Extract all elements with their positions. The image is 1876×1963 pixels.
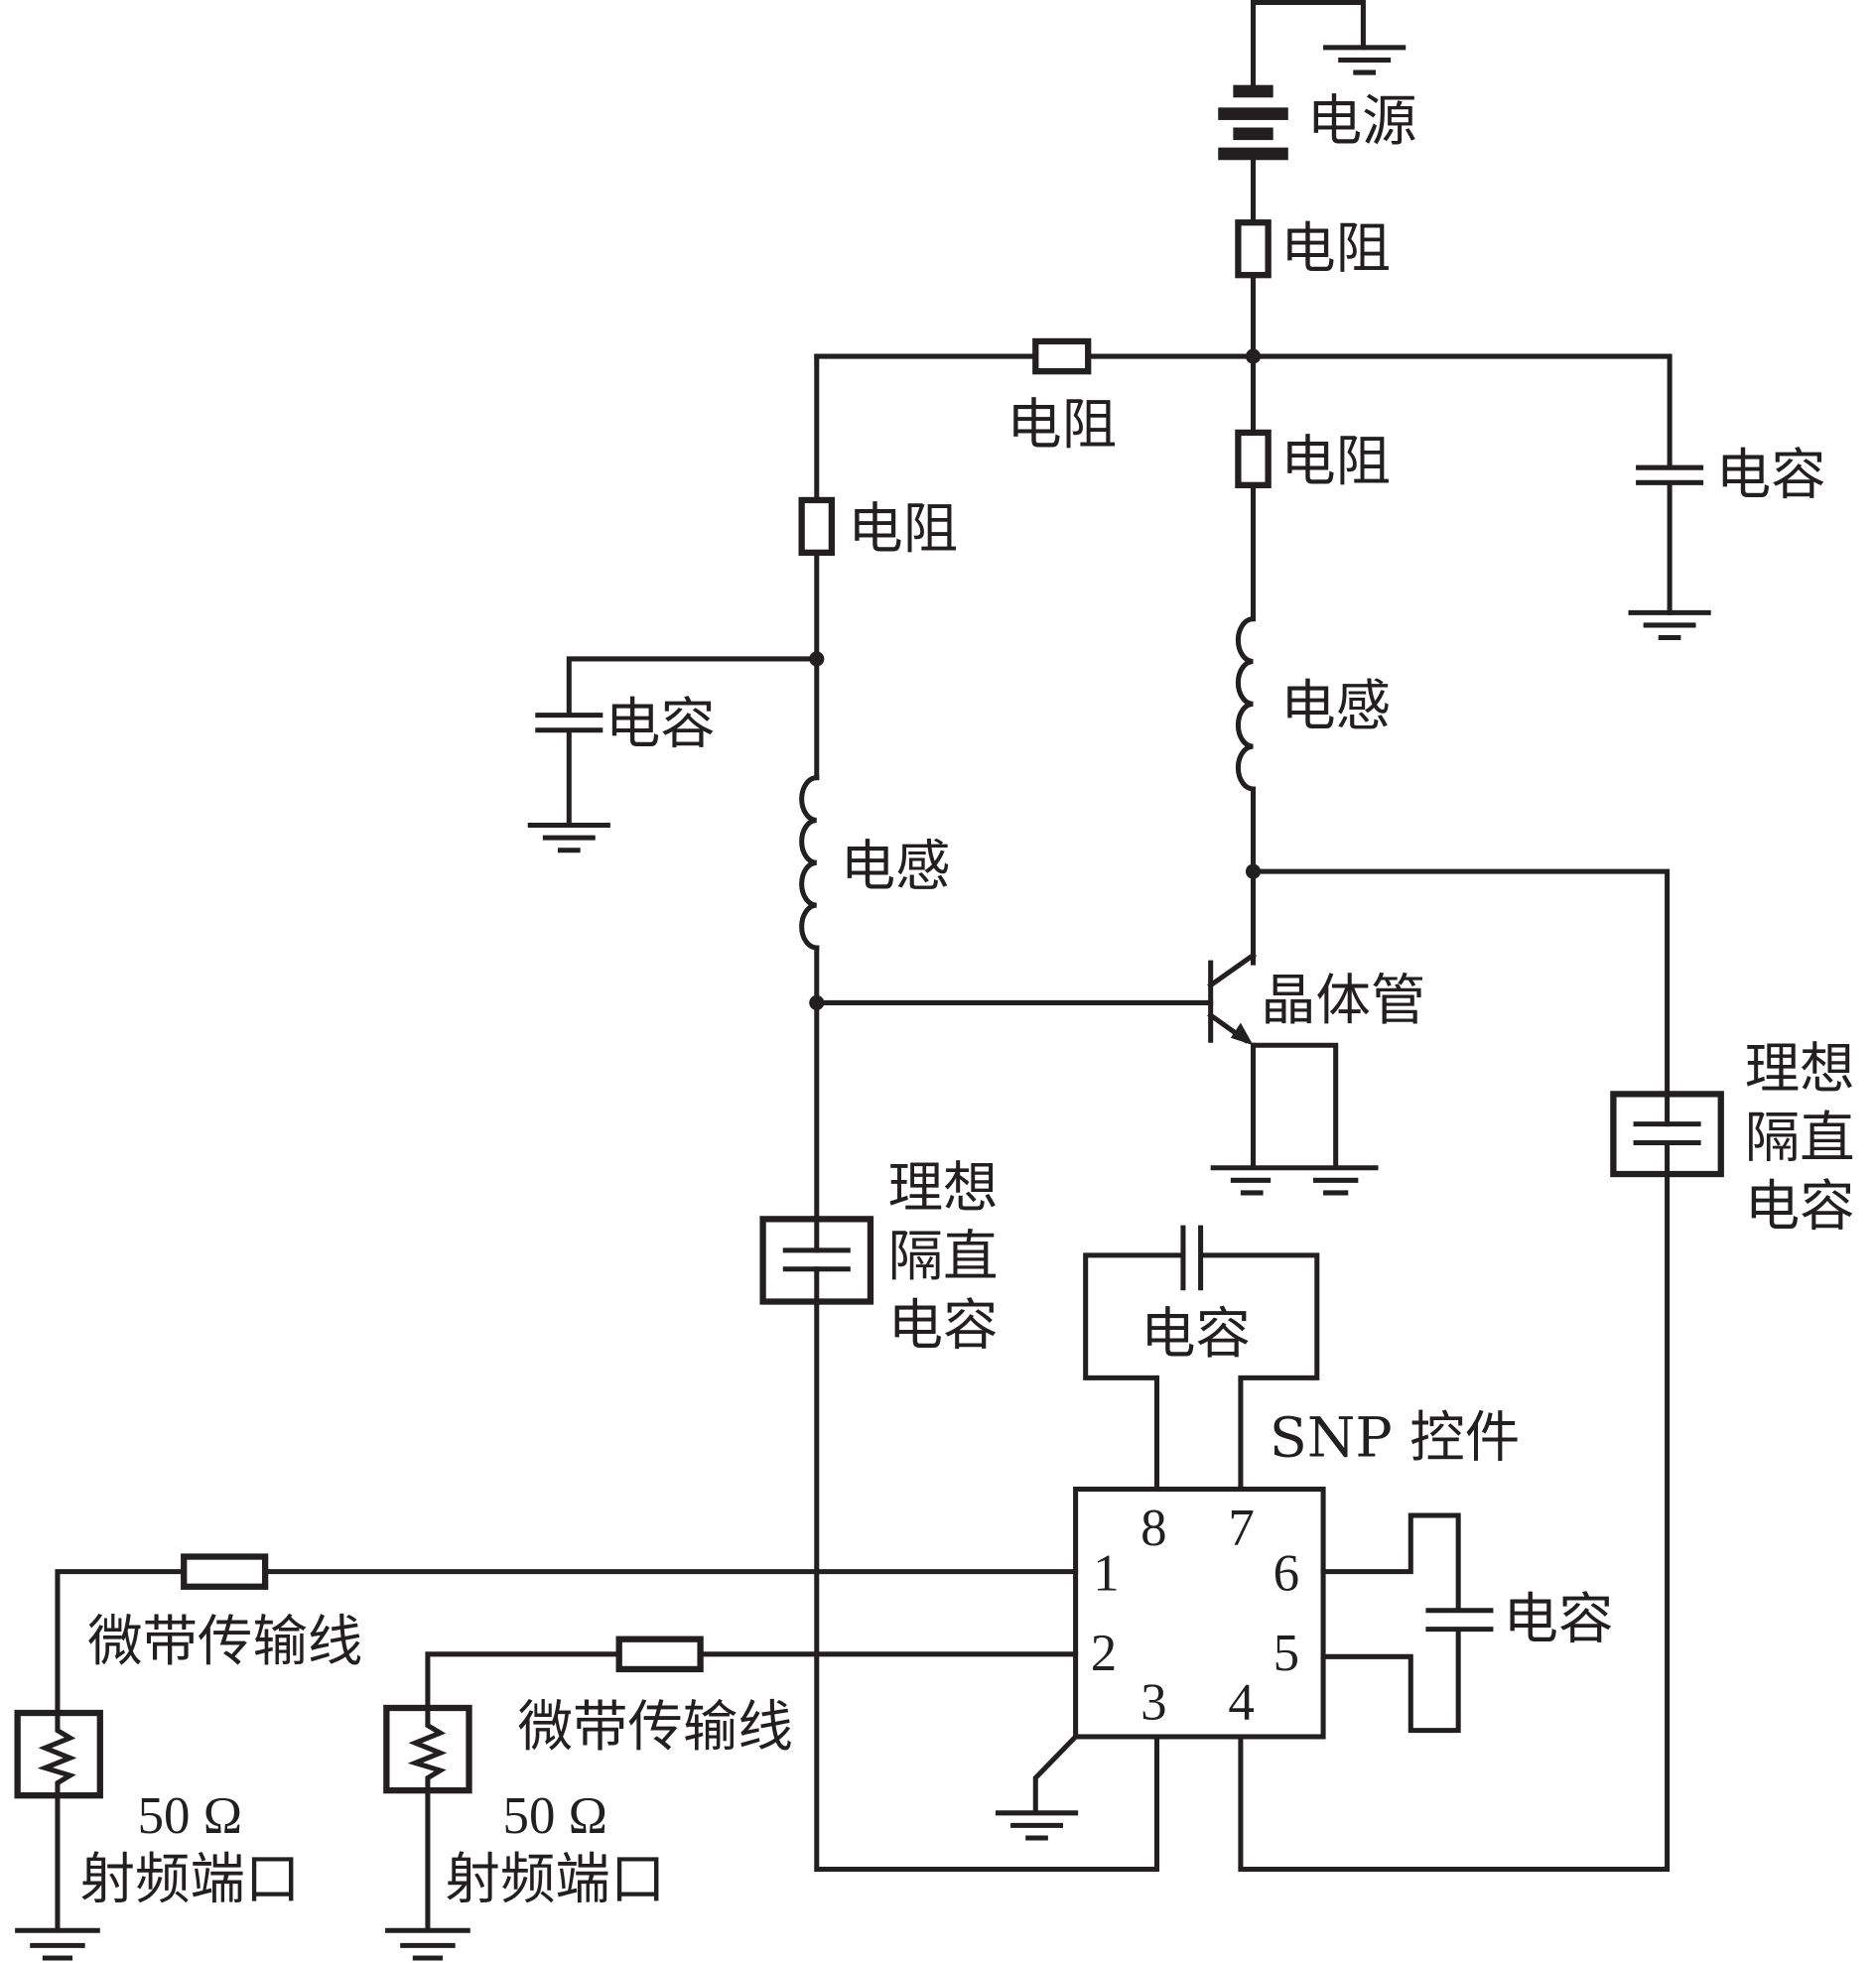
inductor-left-label: 电感 bbox=[841, 836, 951, 899]
dc-block-left-label-2: 隔直 bbox=[888, 1226, 999, 1289]
rf-port-2-resistor bbox=[407, 1705, 448, 1793]
power-source-symbol bbox=[1218, 84, 1288, 161]
capacitor-left-symbol bbox=[535, 713, 603, 733]
ground-port-2 bbox=[385, 1927, 470, 1961]
snp-pin-2: 2 bbox=[1091, 1625, 1117, 1682]
inductor-right-label: 电感 bbox=[1280, 676, 1391, 739]
resistor-top-label: 电阻 bbox=[1280, 218, 1391, 282]
rf-port-1-label: 射频端口 bbox=[80, 1848, 301, 1911]
capacitor-snp-top-label: 电容 bbox=[1140, 1303, 1251, 1367]
transistor-symbol bbox=[1207, 952, 1258, 1046]
rf-port-1-resistor bbox=[37, 1710, 77, 1798]
capacitor-snp-top-symbol bbox=[1180, 1225, 1204, 1291]
resistor-left-label: 电阻 bbox=[848, 498, 958, 562]
microstrip-line-1 bbox=[181, 1553, 269, 1590]
capacitor-snp-right-label: 电容 bbox=[1504, 1588, 1614, 1651]
snp-pin-6: 6 bbox=[1273, 1545, 1299, 1603]
resistor-left bbox=[798, 496, 836, 557]
resistor-horizontal bbox=[1032, 337, 1092, 375]
snp-pin-1: 1 bbox=[1093, 1545, 1119, 1603]
dc-block-right-label-3: 电容 bbox=[1745, 1176, 1855, 1240]
resistor-right bbox=[1235, 429, 1272, 488]
dc-block-left-label-1: 理想 bbox=[888, 1157, 999, 1221]
snp-pin-5: 5 bbox=[1273, 1625, 1299, 1682]
inductor-left bbox=[799, 775, 820, 951]
top-ground-connection bbox=[1251, 0, 1407, 88]
capacitor-snp-right-symbol bbox=[1425, 1608, 1494, 1633]
dc-block-left-label-3: 电容 bbox=[888, 1294, 999, 1358]
dc-block-right-label-2: 隔直 bbox=[1745, 1107, 1855, 1170]
inductor-right bbox=[1235, 616, 1257, 792]
microstrip-1-label: 微带传输线 bbox=[87, 1611, 362, 1674]
resistor-top bbox=[1235, 219, 1272, 279]
rf-port-2-label: 射频端口 bbox=[446, 1848, 666, 1911]
microstrip-line-2 bbox=[615, 1636, 704, 1673]
rf-port-2-impedance: 50 Ω bbox=[503, 1787, 607, 1845]
capacitor-left-label: 电容 bbox=[605, 693, 716, 756]
ground-capacitor-right bbox=[1628, 609, 1711, 641]
ground-port-1 bbox=[15, 1927, 100, 1961]
ground-emitter bbox=[1210, 1165, 1379, 1196]
snp-component-label: SNP 控件 bbox=[1270, 1407, 1520, 1471]
rf-port-1-impedance: 50 Ω bbox=[138, 1787, 242, 1845]
snp-pin-4: 4 bbox=[1228, 1673, 1254, 1731]
dc-block-right-label-1: 理想 bbox=[1745, 1038, 1855, 1102]
snp-component-box bbox=[1073, 1486, 1326, 1740]
power-source-label: 电源 bbox=[1307, 90, 1417, 154]
capacitor-right-symbol bbox=[1636, 464, 1704, 485]
resistor-horizontal-label: 电阻 bbox=[1006, 394, 1117, 458]
capacitor-right-label: 电容 bbox=[1716, 445, 1826, 508]
ground-capacitor-left bbox=[527, 822, 610, 853]
snp-pin-3: 3 bbox=[1140, 1673, 1166, 1731]
snp-pin-7: 7 bbox=[1228, 1500, 1254, 1557]
resistor-right-label: 电阻 bbox=[1280, 431, 1391, 494]
transistor-label: 晶体管 bbox=[1261, 970, 1425, 1033]
ground-snp bbox=[995, 1810, 1079, 1841]
snp-pin-8: 8 bbox=[1140, 1500, 1166, 1557]
microstrip-2-label: 微带传输线 bbox=[518, 1696, 793, 1760]
